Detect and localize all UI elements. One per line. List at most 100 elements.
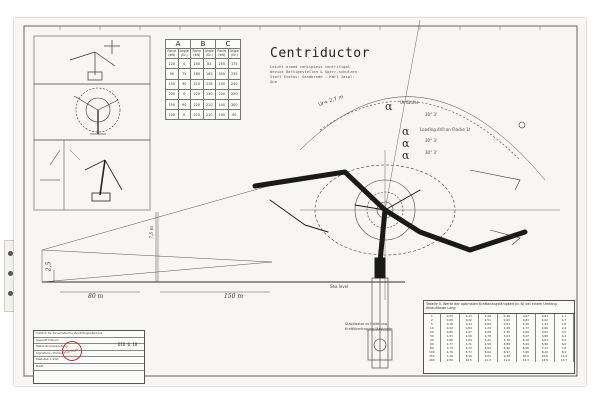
values-cell: 0,38 bbox=[478, 314, 498, 318]
values-cell: 2,4 bbox=[554, 326, 575, 330]
values-cell: 1,33 bbox=[440, 334, 460, 338]
values-cell: 7,60 bbox=[516, 350, 536, 354]
values-cell: 4,70 bbox=[440, 350, 460, 354]
ground-label: Sea level bbox=[330, 284, 349, 289]
values-cell: 11,4 bbox=[554, 354, 575, 358]
values-cell: 2,64 bbox=[459, 338, 479, 342]
values-cell: 4,64 bbox=[535, 338, 555, 342]
values-cell: 10,6 bbox=[535, 354, 555, 358]
values-cell: 4,73 bbox=[459, 346, 479, 350]
values-cell: 11,6 bbox=[497, 358, 517, 362]
angle-label: 30° 3' bbox=[425, 150, 438, 155]
title-block: Institut für Kinematische Zentrifugal-Te… bbox=[33, 330, 145, 384]
values-cell: 2,69 bbox=[516, 330, 536, 334]
values-cell: 1,44 bbox=[535, 322, 555, 326]
values-cell: 6,97 bbox=[497, 350, 517, 354]
punch-hole bbox=[8, 271, 13, 276]
values-cell: 0,84 bbox=[535, 314, 555, 318]
values-cell: 12,3 bbox=[516, 358, 536, 362]
values-cell: 0,08 bbox=[440, 318, 460, 322]
values-cell: 20 bbox=[424, 330, 441, 334]
centrifuge-wheel bbox=[299, 19, 560, 300]
values-cell: 0,48 bbox=[497, 314, 517, 318]
values-cell: 7,13 bbox=[535, 346, 555, 350]
values-cell: 11,3 bbox=[478, 358, 498, 362]
values-cell: 4,19 bbox=[516, 338, 536, 342]
values-cell: 8,16 bbox=[459, 354, 479, 358]
sketch-panel-3 bbox=[40, 149, 123, 202]
values-cell: 6,62 bbox=[478, 350, 498, 354]
values-cell: 1,02 bbox=[535, 318, 555, 322]
values-cell: 0,51 bbox=[478, 318, 498, 322]
values-cell: 2,78 bbox=[478, 334, 498, 338]
values-cell: 5,44 bbox=[516, 342, 536, 346]
values-cell: 1,47 bbox=[459, 330, 479, 334]
title-block-row: Institut für Kinematische Zentrifugal-Te… bbox=[34, 331, 144, 338]
values-cell: 60 bbox=[424, 342, 441, 346]
values-cell: 0,83 bbox=[516, 318, 536, 322]
values-cell: 3,5 bbox=[554, 330, 575, 334]
post-label: Stabilisator zu Halterung bbox=[345, 322, 388, 326]
drawing-subtitle: Leicht armed zenispiess centrifigal devi… bbox=[270, 64, 360, 84]
values-cell: 13,7 bbox=[554, 358, 575, 362]
values-table-caption: Tabelle II. Werte der optimalen Kraftanz… bbox=[424, 301, 574, 314]
values-cell: 9,01 bbox=[478, 354, 498, 358]
dimension-vertical: 7,5 m bbox=[149, 226, 155, 239]
values-cell: 2,77 bbox=[440, 342, 460, 346]
values-cell: 1 bbox=[424, 314, 441, 318]
values-cell: 8,20 bbox=[535, 350, 555, 354]
values-cell: 4,56 bbox=[478, 342, 498, 346]
values-cell: 1,3 bbox=[554, 318, 575, 322]
values-cell: 1,48 bbox=[497, 326, 517, 330]
values-cell: 80 bbox=[424, 346, 441, 350]
parameter-table: A B C Force (kN) Angle (Gr.) Force (kN) … bbox=[165, 39, 241, 121]
alpha-symbol: α bbox=[402, 137, 410, 150]
main-arm bbox=[252, 169, 528, 279]
values-cell: 3,03 bbox=[497, 334, 517, 338]
values-cell: 1,1 bbox=[554, 314, 575, 318]
angle-label: 30° 3' bbox=[425, 138, 438, 143]
values-cell: 0,18 bbox=[440, 322, 460, 326]
values-table: Tabelle II. Werte der optimalen Kraftanz… bbox=[423, 300, 575, 374]
values-cell: 6,6 bbox=[554, 342, 575, 346]
alpha-symbol: α bbox=[385, 100, 393, 113]
alpha-symbol: α bbox=[402, 149, 410, 162]
column-header: Angle (Gr.) bbox=[177, 47, 191, 60]
values-cell: 3,05 bbox=[535, 330, 555, 334]
group-header: B bbox=[190, 39, 216, 49]
alpha-symbol: α bbox=[402, 125, 410, 138]
column-header: Force (kN) bbox=[165, 47, 179, 60]
view-panel-2 bbox=[33, 83, 151, 141]
values-cell: 4,4 bbox=[554, 334, 575, 338]
values-cell: 7,8 bbox=[554, 346, 575, 350]
values-cell: 40 bbox=[424, 338, 441, 342]
dimension-marks bbox=[53, 212, 157, 282]
values-cell: 10,5 bbox=[459, 358, 479, 362]
angle-label: 30° 3' bbox=[425, 112, 438, 117]
values-cell: 100 bbox=[424, 350, 441, 354]
values-cell: 5 bbox=[424, 322, 441, 326]
column-header: Force (kN) bbox=[215, 47, 229, 60]
values-cell: 10 bbox=[424, 326, 441, 330]
column-header: Angle (Gr.) bbox=[202, 47, 216, 60]
title-block-row: Materialverarbeitung bbox=[34, 344, 144, 351]
values-cell: 0,62 bbox=[497, 318, 517, 322]
values-cell: 5,96 bbox=[535, 342, 555, 346]
values-cell: 0,42 bbox=[440, 326, 460, 330]
dimension-80: 80 m bbox=[88, 293, 104, 300]
values-cell: 2,06 bbox=[535, 326, 555, 330]
values-cell: 0,44 bbox=[459, 322, 479, 326]
sketch-panel-2 bbox=[73, 87, 121, 135]
values-cell: 5,62 bbox=[478, 346, 498, 350]
values-cell: 9,36 bbox=[497, 354, 517, 358]
values-cell: 7,10 bbox=[440, 354, 460, 358]
